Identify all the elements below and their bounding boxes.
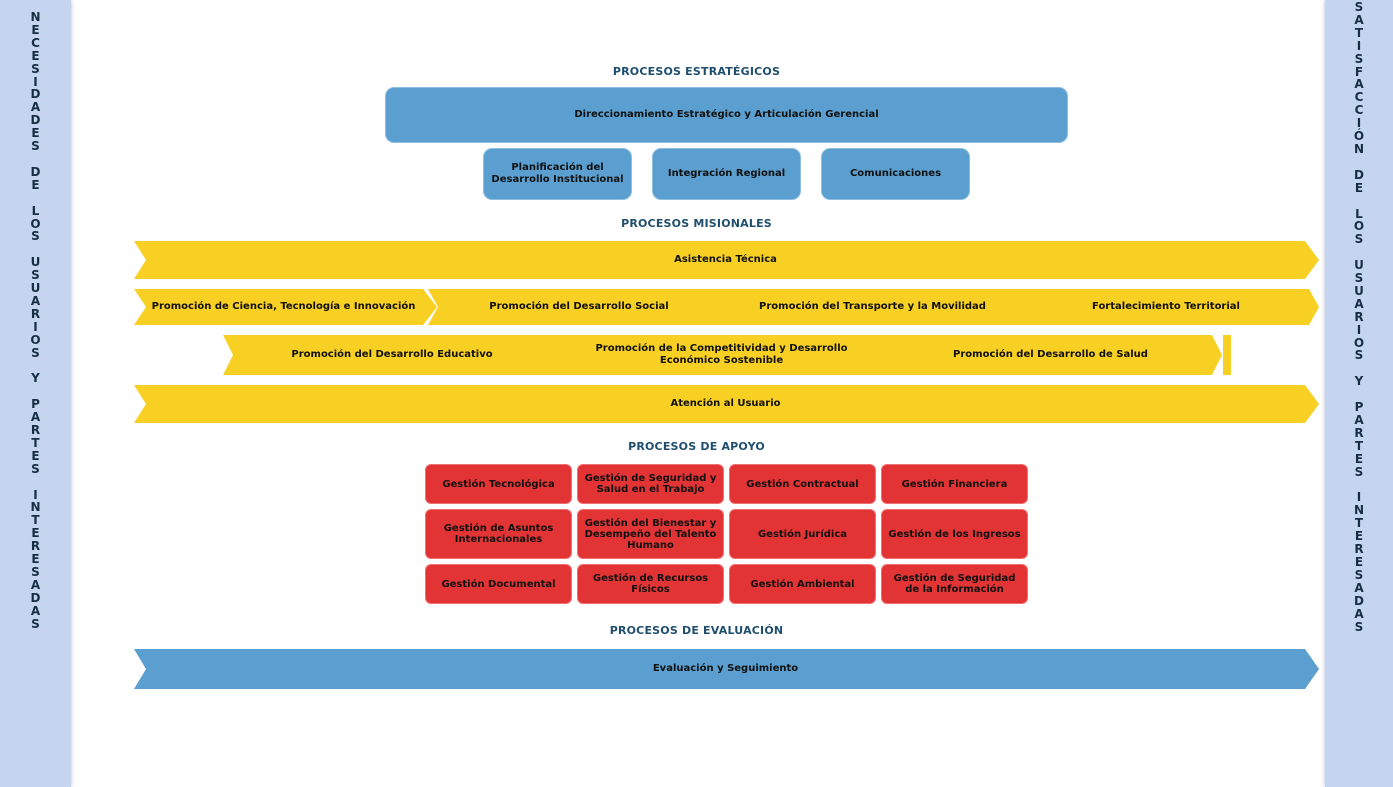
strategic-box-regional-integration[interactable]: Integración Regional: [652, 148, 801, 200]
left-side-text: N E C E S I D A D E S D E L O S U S U A …: [30, 10, 41, 631]
mission-processes-title: PROCESOS MISIONALES: [621, 217, 772, 230]
support-box-documents[interactable]: Gestión Documental: [425, 564, 572, 604]
mission-chevron-social[interactable]: Promoción del Desarrollo Social: [428, 289, 732, 325]
strategic-box-planning[interactable]: Planificación del Desarrollo Institucion…: [483, 148, 632, 200]
support-processes-title: PROCESOS DE APOYO: [628, 440, 765, 453]
support-box-safety-health[interactable]: Gestión de Seguridad y Salud en el Traba…: [577, 464, 724, 504]
mission-row-end-marker: [1223, 335, 1231, 375]
right-side-bar: S A T I S F A C C I Ó N D E L O S U S U …: [1325, 0, 1393, 787]
support-box-contractual[interactable]: Gestión Contractual: [729, 464, 876, 504]
strategic-box-communications[interactable]: Comunicaciones: [821, 148, 970, 200]
mission-chevron-technical-assistance[interactable]: Asistencia Técnica: [134, 241, 1319, 279]
mission-chevron-transport[interactable]: Promoción del Transporte y la Movilidad: [721, 289, 1026, 325]
mission-chevron-health[interactable]: Promoción del Desarrollo de Salud: [881, 335, 1222, 375]
strategic-processes-title: PROCESOS ESTRATÉGICOS: [612, 65, 781, 78]
support-box-physical-resources[interactable]: Gestión de Recursos Físicos: [577, 564, 724, 604]
mission-chevron-competitiveness[interactable]: Promoción de la Competitividad y Desarro…: [552, 335, 893, 375]
support-box-technology[interactable]: Gestión Tecnológica: [425, 464, 572, 504]
support-box-talent[interactable]: Gestión del Bienestar y Desempeño del Ta…: [577, 509, 724, 559]
mission-chevron-user-attention[interactable]: Atención al Usuario: [134, 385, 1319, 423]
right-side-text: S A T I S F A C C I Ó N D E L O S U S U …: [1353, 0, 1365, 634]
support-box-info-security[interactable]: Gestión de Seguridad de la Información: [881, 564, 1028, 604]
support-box-environmental[interactable]: Gestión Ambiental: [729, 564, 876, 604]
mission-chevron-science[interactable]: Promoción de Ciencia, Tecnología e Innov…: [134, 289, 437, 325]
support-box-income[interactable]: Gestión de los Ingresos: [881, 509, 1028, 559]
support-box-international[interactable]: Gestión de Asuntos Internacionales: [425, 509, 572, 559]
left-side-bar: N E C E S I D A D E S D E L O S U S U A …: [0, 0, 71, 787]
mission-chevron-territorial[interactable]: Fortalecimiento Territorial: [1015, 289, 1319, 325]
evaluation-chevron[interactable]: Evaluación y Seguimiento: [134, 649, 1319, 689]
evaluation-processes-title: PROCESOS DE EVALUACIÓN: [609, 624, 784, 637]
mission-chevron-education[interactable]: Promoción del Desarrollo Educativo: [223, 335, 563, 375]
strategic-main-box[interactable]: Direccionamiento Estratégico y Articulac…: [385, 87, 1068, 143]
support-box-financial[interactable]: Gestión Financiera: [881, 464, 1028, 504]
support-box-legal[interactable]: Gestión Jurídica: [729, 509, 876, 559]
